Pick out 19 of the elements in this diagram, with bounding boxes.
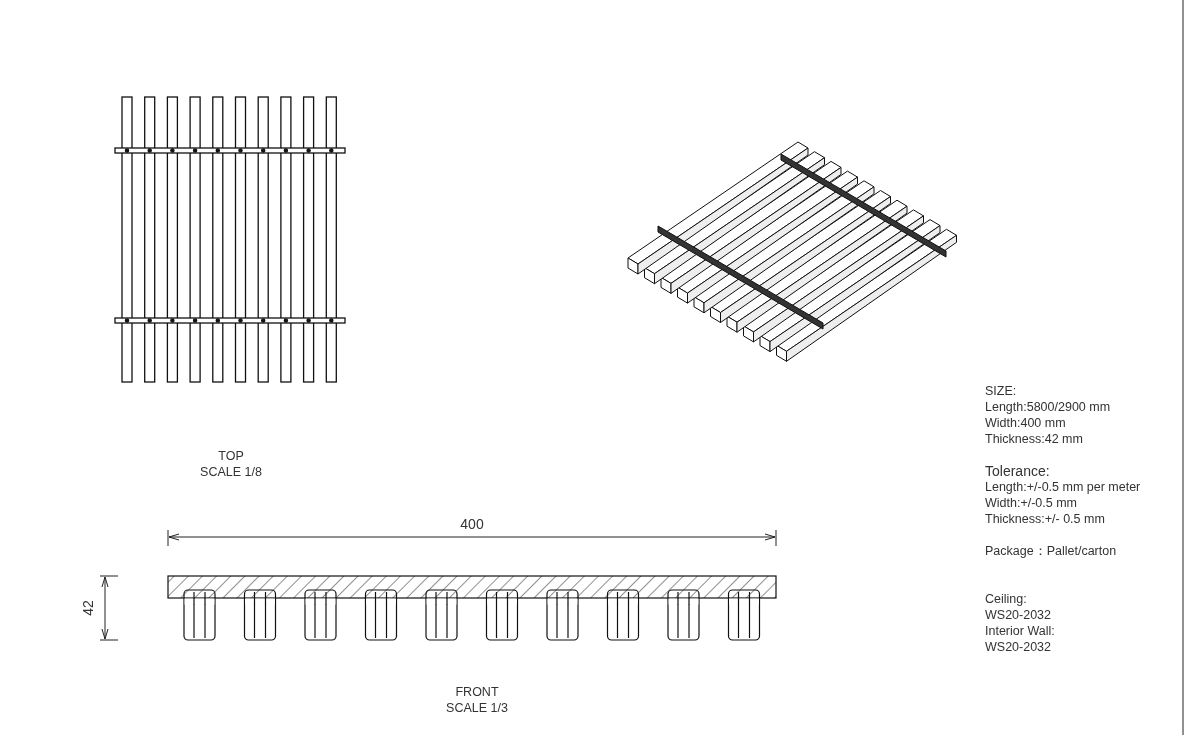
dimension-label: 42 xyxy=(80,600,96,616)
view-title: FRONT xyxy=(455,684,499,700)
spec-text: Length:+/-0.5 mm per meter xyxy=(985,479,1141,495)
spec-text: Thickness:42 mm xyxy=(985,431,1083,447)
spec-text: WS20-2032 xyxy=(985,639,1051,655)
spec-text: Length:5800/2900 mm xyxy=(985,399,1111,415)
dimension-label: 400 xyxy=(460,516,484,532)
spec-text: Interior Wall: xyxy=(985,623,1055,639)
scale-label: SCALE 1/3 xyxy=(446,700,508,716)
spec-text: Package：Pallet/carton xyxy=(985,543,1117,559)
spec-heading: SIZE: xyxy=(985,383,1017,399)
spec-text: Width:400 mm xyxy=(985,415,1066,431)
spec-text: Width:+/-0.5 mm xyxy=(985,495,1078,511)
spec-text: Thickness:+/- 0.5 mm xyxy=(985,511,1105,527)
spec-text: WS20-2032 xyxy=(985,607,1051,623)
spec-heading: Tolerance: xyxy=(985,463,1050,479)
scale-label: SCALE 1/8 xyxy=(200,464,262,480)
view-title: TOP xyxy=(218,448,244,464)
spec-text: Ceiling: xyxy=(985,591,1027,607)
